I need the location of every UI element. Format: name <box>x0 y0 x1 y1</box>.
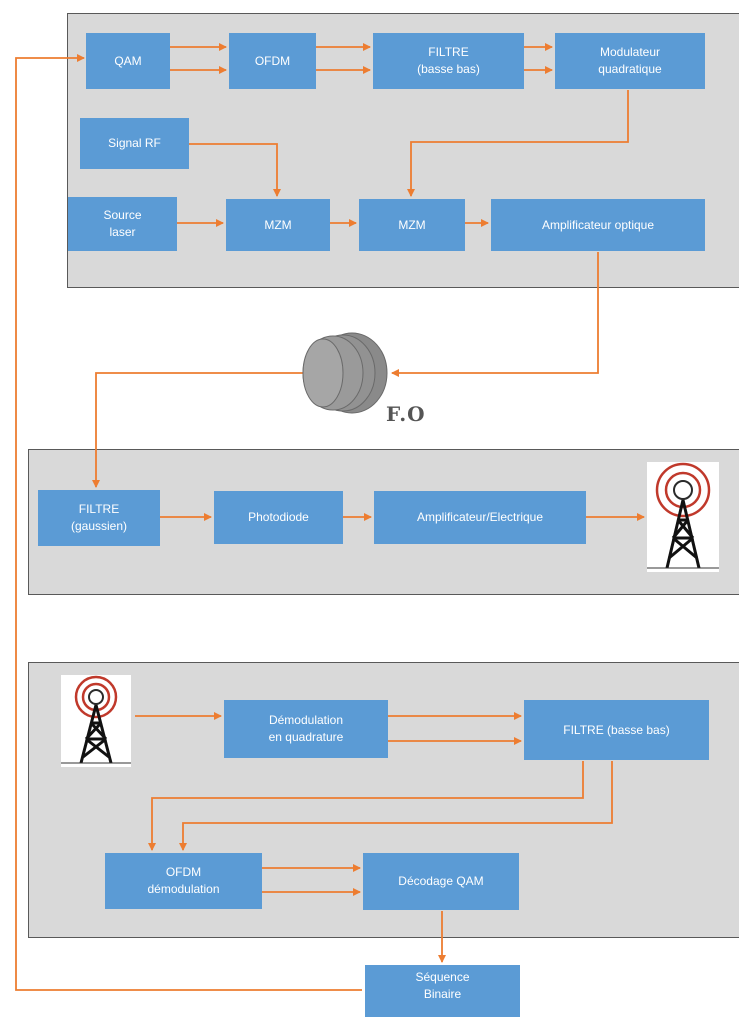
antenna-tower-icon <box>647 462 719 572</box>
arrow-mod-mzm2 <box>407 90 629 197</box>
ofdm-box: OFDM <box>229 33 316 89</box>
signal-rf-box: Signal RF <box>80 118 189 169</box>
photodiode-box: Photodiode <box>214 491 343 544</box>
fiber-label: F.O <box>386 402 426 426</box>
amplificateur-electrique-box: Amplificateur/Electrique <box>374 491 586 544</box>
arrow-filtre-ofdm-2 <box>179 761 613 851</box>
mzm-box-1: MZM <box>226 199 330 251</box>
demodulation-quadrature-box: Démodulation en quadrature <box>224 700 388 758</box>
source-laser-box: Source laser <box>68 197 177 251</box>
modulateur-quadratique-box: Modulateur quadratique <box>555 33 705 89</box>
arrow-filtre-ofdm-1 <box>148 761 584 851</box>
filtre-basse-bas-box: FILTRE (basse bas) <box>373 33 524 89</box>
sequence-binaire-box: Séquence Binaire <box>365 965 520 1017</box>
arrow-rf-mzm1 <box>189 143 281 197</box>
arrow-ampli-fiber <box>391 252 599 377</box>
decodage-qam-box: Décodage QAM <box>363 853 519 910</box>
qam-box: QAM <box>86 33 170 89</box>
mzm-box-2: MZM <box>359 199 465 251</box>
filtre-basse-bas-rx-box: FILTRE (basse bas) <box>524 700 709 760</box>
fiber-spool-icon <box>302 332 388 414</box>
ofdm-demodulation-box: OFDM démodulation <box>105 853 262 909</box>
arrow-fiber-filtre <box>92 372 304 488</box>
arrow-sequence-qam <box>15 54 362 991</box>
antenna-tower-icon <box>61 675 131 767</box>
filtre-gaussien-box: FILTRE (gaussien) <box>38 490 160 546</box>
amplificateur-optique-box: Amplificateur optique <box>491 199 705 251</box>
